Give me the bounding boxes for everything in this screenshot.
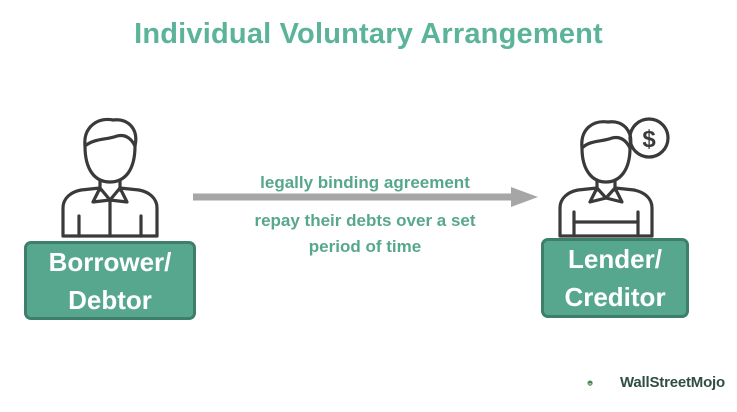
lender-person-icon: $ xyxy=(558,117,670,238)
borrower-label-line1: Borrower/ xyxy=(48,246,172,277)
lender-creditor-box: Lender/ Creditor xyxy=(541,238,689,318)
agreement-arrow xyxy=(193,187,538,207)
lender-label-line1: Lender/ xyxy=(568,244,662,274)
logo-text: WallStreetMojo xyxy=(620,374,725,391)
borrower-debtor-box: Borrower/ Debtor xyxy=(24,241,196,320)
dollar-badge-icon: $ xyxy=(628,117,670,159)
borrower-person-icon xyxy=(61,117,159,238)
arrow-label-bottom-line1: repay their debts over a set xyxy=(254,211,476,230)
dollar-symbol: $ xyxy=(642,126,656,153)
arrow-label-bottom: repay their debts over a set period of t… xyxy=(200,208,530,260)
lender-label-line2: Creditor xyxy=(564,282,666,312)
arrow-label-top: legally binding agreement xyxy=(260,173,470,192)
arrow-label-bottom-line2: period of time xyxy=(308,237,422,256)
wallstreetmojo-logo-icon xyxy=(587,380,593,386)
diagram-title: Individual Voluntary Arrangement xyxy=(134,18,603,50)
borrower-label-line2: Debtor xyxy=(68,284,152,315)
